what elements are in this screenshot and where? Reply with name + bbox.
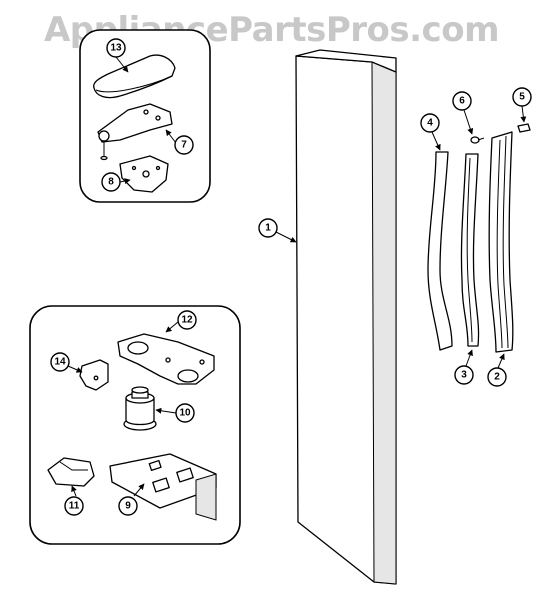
callout-13	[106, 38, 126, 58]
callout-3-label: 3	[461, 370, 467, 381]
callout-2-label: 2	[494, 372, 500, 383]
part-1-door-panel[interactable]	[295, 49, 397, 585]
callout-7	[174, 135, 194, 155]
callout-6	[452, 91, 472, 111]
callout-8-label: 8	[108, 177, 114, 188]
callout-6-label: 6	[459, 96, 465, 107]
callout-2	[487, 367, 507, 387]
callout-7-label: 7	[181, 140, 187, 151]
callout-9	[118, 496, 138, 516]
part-2-gasket[interactable]	[488, 131, 514, 353]
callout-1-label: 1	[265, 223, 271, 234]
part-13-hinge-cover[interactable]	[93, 54, 176, 99]
callout-12-label: 12	[181, 315, 193, 326]
part-8-hinge-shim[interactable]	[119, 155, 169, 193]
callout-5	[512, 87, 532, 107]
callout-5-label: 5	[519, 92, 525, 103]
callout-9-label: 9	[125, 501, 131, 512]
part-7-top-hinge[interactable]	[97, 103, 173, 161]
callout-10	[175, 403, 195, 423]
callout-8	[101, 172, 121, 192]
callout-4-label: 4	[427, 118, 433, 129]
part-6-screw[interactable]	[470, 136, 485, 144]
callout-3	[454, 365, 474, 385]
part-12-hinge-plate[interactable]	[117, 333, 215, 385]
part-11-clip[interactable]	[47, 457, 95, 487]
part-9-bottom-hinge[interactable]	[109, 453, 217, 521]
callout-11-label: 11	[69, 501, 80, 512]
callout-14	[50, 352, 70, 372]
callout-12	[177, 310, 197, 330]
callout-13-label: 13	[110, 43, 122, 54]
callout-4	[420, 113, 440, 133]
callout-1	[258, 218, 278, 238]
callout-11	[64, 496, 84, 516]
part-3-gasket[interactable]	[460, 153, 480, 347]
part-14-bracket[interactable]	[79, 359, 109, 391]
part-4-gasket[interactable]	[427, 151, 453, 351]
callout-10-label: 10	[179, 408, 191, 419]
part-5-screw[interactable]	[517, 123, 531, 133]
callout-14-label: 14	[54, 357, 66, 368]
part-10-hinge-pin[interactable]	[123, 386, 157, 431]
